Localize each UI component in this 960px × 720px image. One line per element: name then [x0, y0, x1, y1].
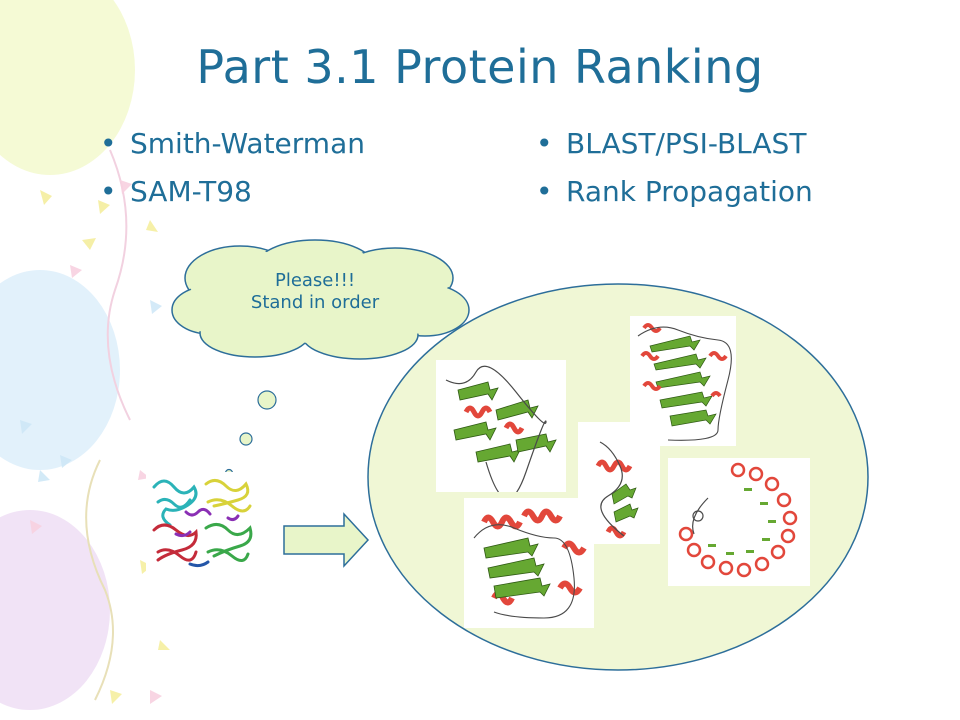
protein-complex-image	[146, 472, 260, 576]
bullet-item: Smith-Waterman	[100, 120, 365, 168]
protein-structure-image	[436, 360, 566, 492]
bullet-item: SAM-T98	[100, 168, 365, 216]
bullet-list-right: BLAST/PSI-BLAST Rank Propagation	[536, 120, 813, 216]
slide-title: Part 3.1 Protein Ranking	[196, 40, 764, 94]
thought-line-1: Please!!!	[274, 270, 356, 291]
right-arrow-icon	[283, 512, 370, 568]
protein-structure-image	[668, 458, 810, 586]
bullet-list-left: Smith-Waterman SAM-T98	[100, 120, 365, 216]
bullet-item: BLAST/PSI-BLAST	[536, 120, 813, 168]
thought-dots	[224, 390, 277, 478]
protein-structure-image	[464, 498, 594, 628]
thought-line-2: Stand in order	[250, 292, 380, 313]
thought-cloud-text: Please!!! Stand in order	[190, 270, 440, 314]
thought-cloud	[171, 239, 470, 360]
bullet-item: Rank Propagation	[536, 168, 813, 216]
